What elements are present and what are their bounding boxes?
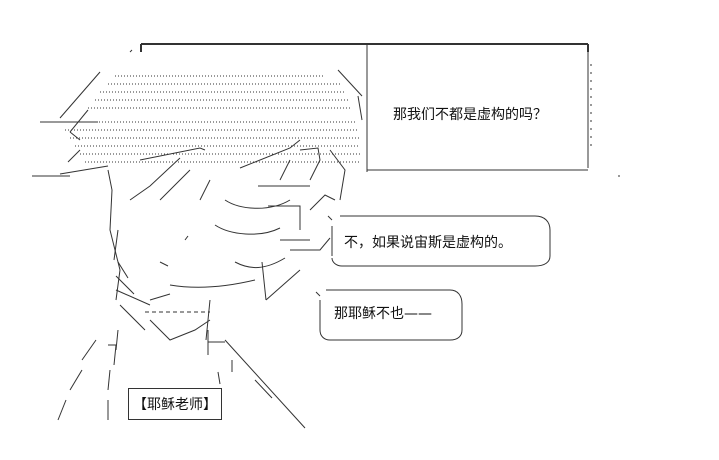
hat-drawing (32, 49, 363, 177)
body-drawing (57, 329, 306, 429)
speech-bubble-1 (327, 215, 551, 267)
reply-2-text: 那耶稣不也—— (334, 306, 432, 322)
speech-bubble-2 (315, 289, 463, 341)
face-drawing (107, 139, 346, 341)
reply-1-text: 不，如果说宙斯是虚构的。 (344, 235, 512, 251)
box-question-text: 那我们不都是虚构的吗？ (393, 107, 547, 123)
name-tag-label: 【耶稣老师】 (133, 397, 217, 413)
name-tag: 【耶稣老师】 (128, 388, 222, 420)
speech-box (140, 43, 592, 172)
